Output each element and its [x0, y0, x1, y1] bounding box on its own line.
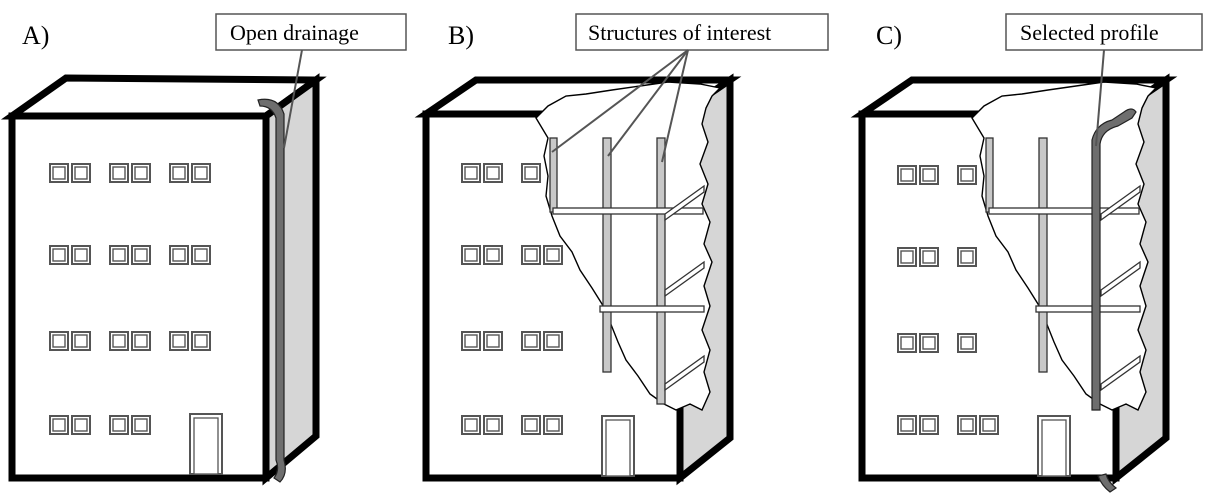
panel-c-profile-pipe-outlet [1097, 473, 1118, 493]
panel-b-leader-line-2 [607, 49, 689, 157]
panel-c-beam-1 [988, 207, 1140, 215]
panel-c-letter: C) [876, 21, 902, 50]
panel-b-window-0-0-right-pane [486, 166, 500, 180]
panel-a-window-2-1-left-pane [112, 334, 126, 348]
panel-b-callout-label: Structures of interest [588, 20, 771, 45]
panel-a-callout-box [215, 13, 407, 51]
panel-b-window-3-1-left-pane [524, 418, 538, 432]
panel-c-side-beam-2 [1100, 260, 1141, 298]
panel-c-cutaway [971, 81, 1158, 411]
panel-c-window-1-0-left-pane [900, 250, 914, 264]
panel-c-window-1-1-left-pane [960, 250, 974, 264]
panel-a-letter: A) [22, 21, 49, 50]
panel-b-column-2 [602, 137, 612, 373]
panel-b-beam-1 [552, 207, 704, 215]
panel-c-window-2-0-right-pane [922, 336, 936, 350]
panel-b-window-3-0-right-pane [486, 418, 500, 432]
panel-c-column-1 [985, 137, 994, 213]
panel-c-window-3-0-left-pane [900, 418, 914, 432]
panel-c-window-0-1-left-pane [960, 168, 974, 182]
panel-a: A) Open drainage [0, 13, 407, 486]
panel-c-side-beam-3 [1100, 354, 1141, 392]
panel-a-window-3-0-left-pane [52, 418, 66, 432]
panel-c-window-2-1-left-pane [960, 336, 974, 350]
panel-a-window-0-1-right-pane [134, 166, 148, 180]
panel-b-window-2-1-left-pane [524, 334, 538, 348]
panel-a-windows [49, 163, 211, 435]
panel-b-leader-line-3 [661, 49, 689, 163]
panel-c-window-0-0-left-pane [900, 168, 914, 182]
panel-b-window-1-1-left-pane [524, 248, 538, 262]
panel-a-window-3-0-right-pane [74, 418, 88, 432]
panel-a-window-1-1-right-pane [134, 248, 148, 262]
panel-c-beam-2 [1035, 305, 1141, 313]
panel-c-callout: Selected profile [1005, 13, 1203, 147]
panel-c-side-beam-1 [1100, 184, 1141, 222]
panel-b-window-2-1-right-pane [546, 334, 560, 348]
panel-c-door [1037, 415, 1071, 477]
panel-b-window-1-0-left-pane [464, 248, 478, 262]
panel-c-window-3-0-right-pane [922, 418, 936, 432]
panel-a-window-2-2-left-pane [172, 334, 186, 348]
panel-b-side-beam-3 [664, 354, 705, 392]
panel-a-window-0-0-right-pane [74, 166, 88, 180]
panel-b-beam-2 [599, 305, 705, 313]
panel-a-window-1-1-left-pane [112, 248, 126, 262]
panel-b-window-1-0-right-pane [486, 248, 500, 262]
panel-c-column-2 [1038, 137, 1048, 373]
panel-a-leader-line [283, 49, 303, 149]
panel-b-column-3 [656, 137, 666, 405]
panel-b-window-2-0-right-pane [486, 334, 500, 348]
panel-b-callout: Structures of interest [551, 13, 829, 163]
panel-a-callout: Open drainage [215, 13, 407, 149]
panel-a-window-2-2-right-pane [194, 334, 208, 348]
panel-b-cutaway [535, 81, 722, 411]
panel-a-window-2-0-right-pane [74, 334, 88, 348]
panel-b-window-3-1-right-pane [546, 418, 560, 432]
panel-b-window-3-0-left-pane [464, 418, 478, 432]
panel-b-side-beam-2 [664, 260, 705, 298]
panel-c: C) Selected profile [850, 13, 1203, 493]
panel-a-callout-label: Open drainage [230, 20, 359, 45]
panel-c-window-2-0-left-pane [900, 336, 914, 350]
panel-b-door [601, 415, 635, 477]
panel-c-windows [897, 165, 999, 435]
panel-b-side-beam-1 [664, 184, 705, 222]
panel-a-window-3-1-left-pane [112, 418, 126, 432]
panel-a-window-3-1-right-pane [134, 418, 148, 432]
panel-c-window-3-1-right-pane [982, 418, 996, 432]
panel-b-windows [461, 163, 563, 435]
panel-a-window-1-2-right-pane [194, 248, 208, 262]
panel-c-window-1-0-right-pane [922, 250, 936, 264]
panel-b-leader-line-1 [551, 49, 689, 153]
panel-b-callout-box [575, 13, 829, 51]
panel-b-window-1-1-right-pane [546, 248, 560, 262]
panel-a-window-2-1-right-pane [134, 334, 148, 348]
panel-c-leader-line [1095, 49, 1105, 147]
panel-c-callout-label: Selected profile [1020, 20, 1159, 45]
panel-a-window-0-0-left-pane [52, 166, 66, 180]
panel-a-window-1-0-right-pane [74, 248, 88, 262]
panel-a-window-0-1-left-pane [112, 166, 126, 180]
panel-a-door [189, 413, 223, 475]
panel-a-drainage-pipe [257, 98, 286, 483]
panel-b-letter: B) [448, 21, 474, 50]
panel-a-window-1-0-left-pane [52, 248, 66, 262]
panel-b-window-2-0-left-pane [464, 334, 478, 348]
panel-a-window-2-0-left-pane [52, 334, 66, 348]
panel-b-window-0-1-left-pane [524, 166, 538, 180]
panel-a-window-0-2-left-pane [172, 166, 186, 180]
panel-a-window-1-2-left-pane [172, 248, 186, 262]
panel-a-window-0-2-right-pane [194, 166, 208, 180]
panel-c-window-0-0-right-pane [922, 168, 936, 182]
panel-b-window-0-0-left-pane [464, 166, 478, 180]
panel-b: B) Structures of interest [414, 13, 829, 486]
panel-a-side-face [262, 73, 320, 486]
panel-c-window-3-1-left-pane [960, 418, 974, 432]
